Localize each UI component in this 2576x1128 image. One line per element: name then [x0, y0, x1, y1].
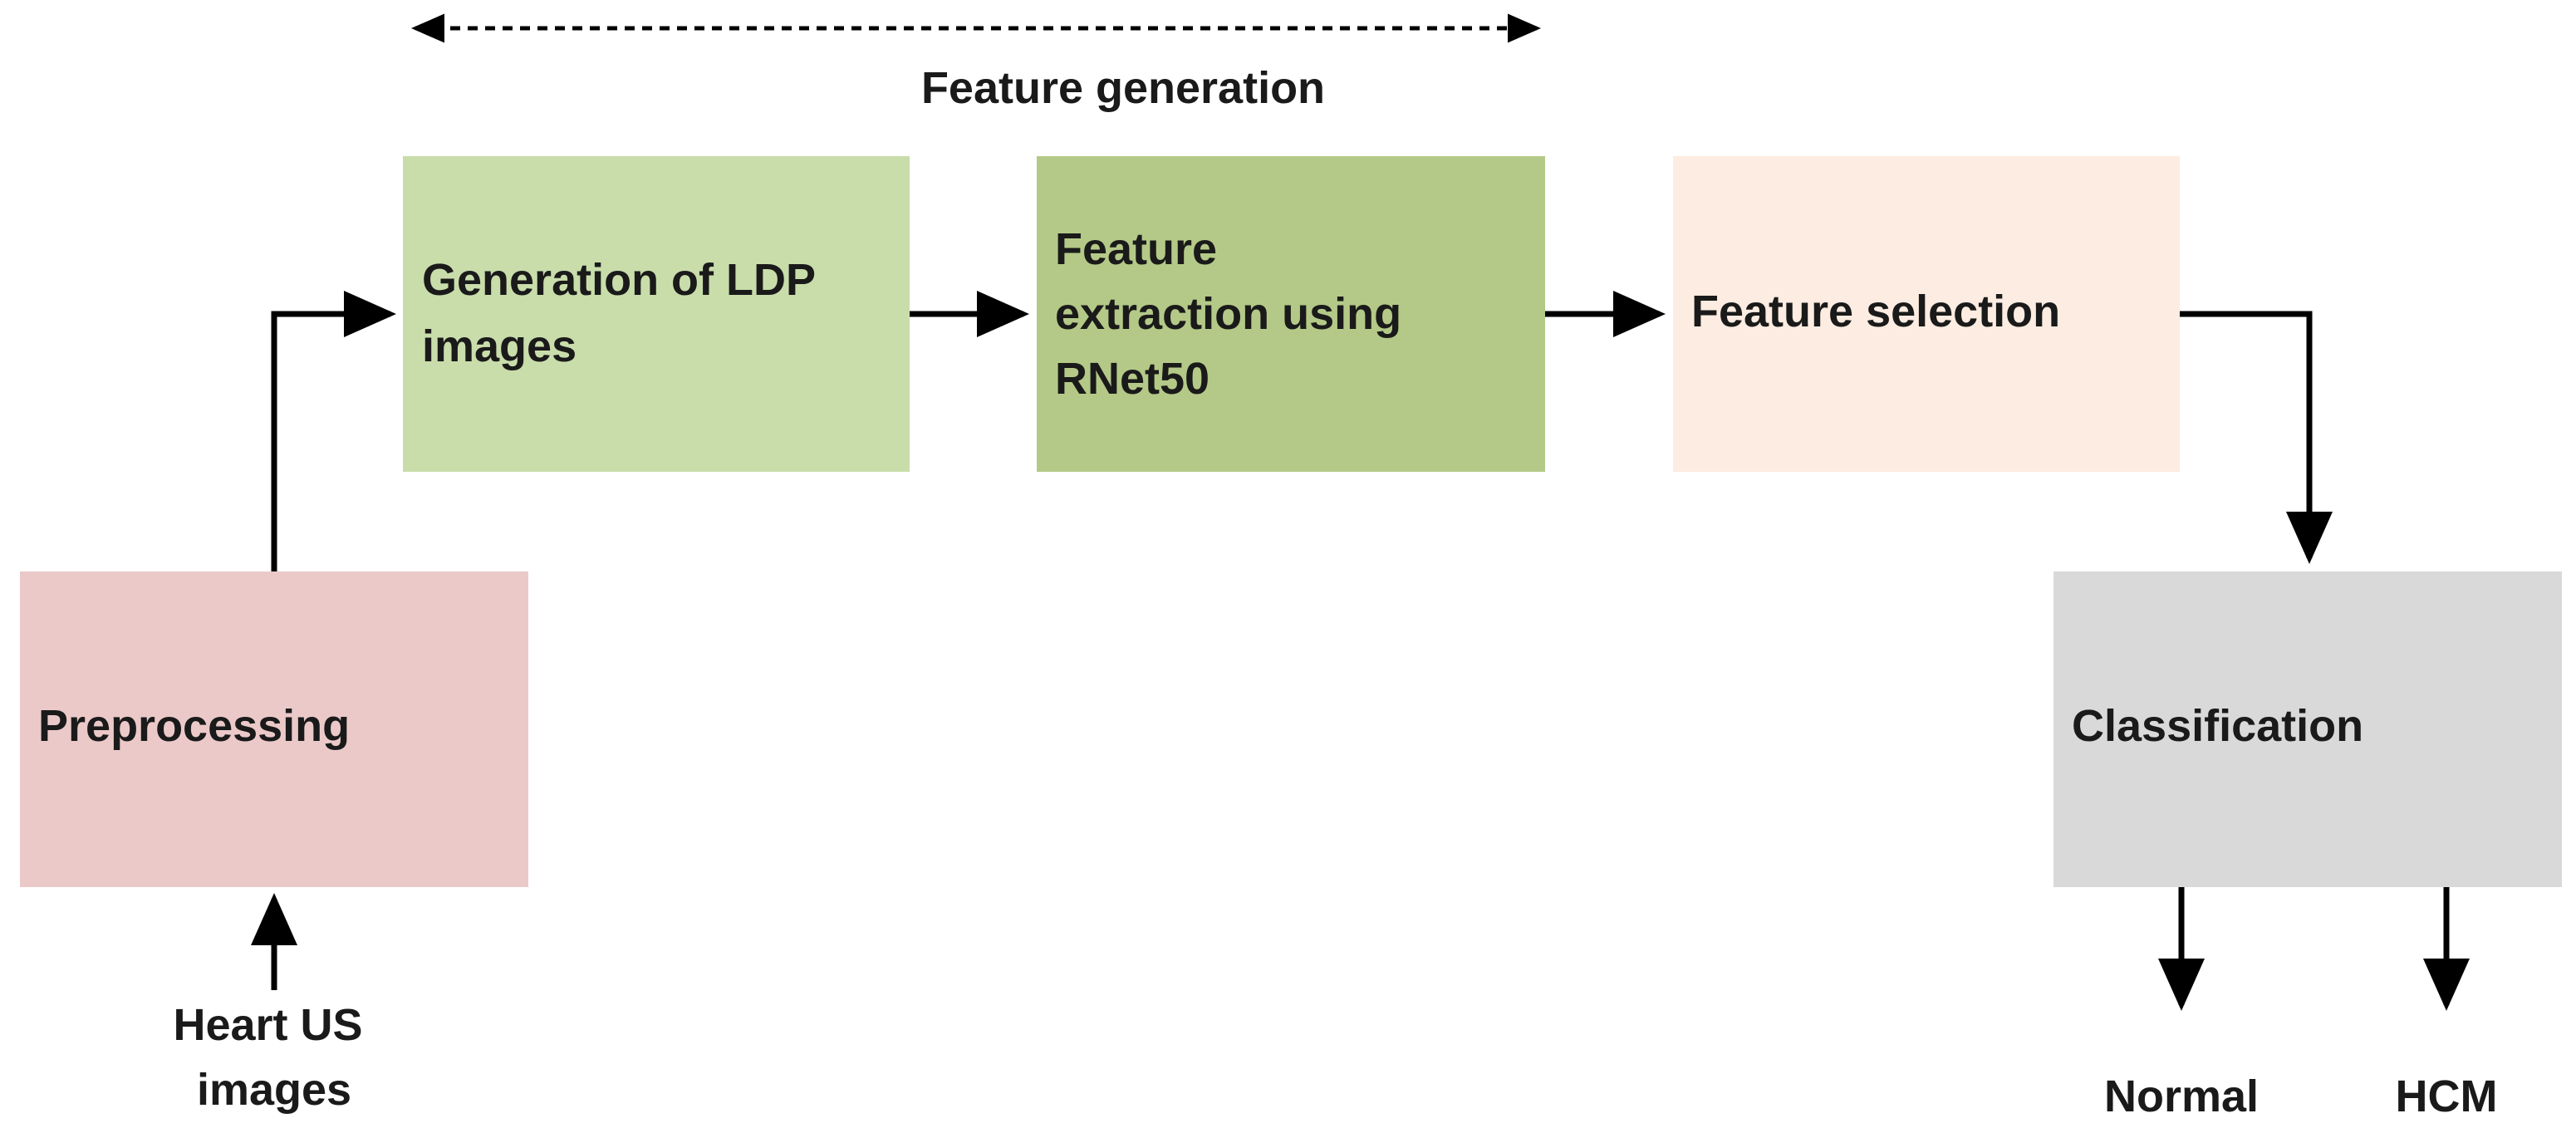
feature-extraction-node: Feature extraction using RNet50: [1037, 156, 1545, 472]
feature-extraction-label: Feature extraction using RNet50: [1055, 224, 1414, 404]
feature-selection-node: Feature selection: [1673, 156, 2180, 472]
feature-selection-label: Feature selection: [1691, 287, 2060, 336]
preprocessing-node: Preprocessing: [20, 571, 528, 887]
heart-us-images-label: Heart US images: [173, 1000, 375, 1115]
ldp-generation-label: Generation of LDP images: [422, 255, 827, 371]
ldp-generation-box: [403, 156, 910, 472]
feature-selection-box: [1673, 156, 2180, 472]
arrow-selection-to-classification: [2180, 311, 2333, 564]
normal-output-label: Normal: [2104, 1072, 2259, 1121]
preprocessing-box: [20, 571, 528, 887]
arrow-preprocessing-to-ldp: [271, 291, 396, 571]
feature-generation-label: Feature generation: [921, 63, 1325, 113]
preprocessing-label: Preprocessing: [38, 701, 350, 751]
hcm-output-label: HCM: [2396, 1072, 2498, 1121]
classification-node: Classification: [2053, 571, 2562, 887]
feature-extraction-box: [1037, 156, 1545, 472]
ldp-generation-node: Generation of LDP images: [403, 156, 910, 472]
classification-box: [2053, 571, 2562, 887]
classification-label: Classification: [2072, 701, 2363, 751]
